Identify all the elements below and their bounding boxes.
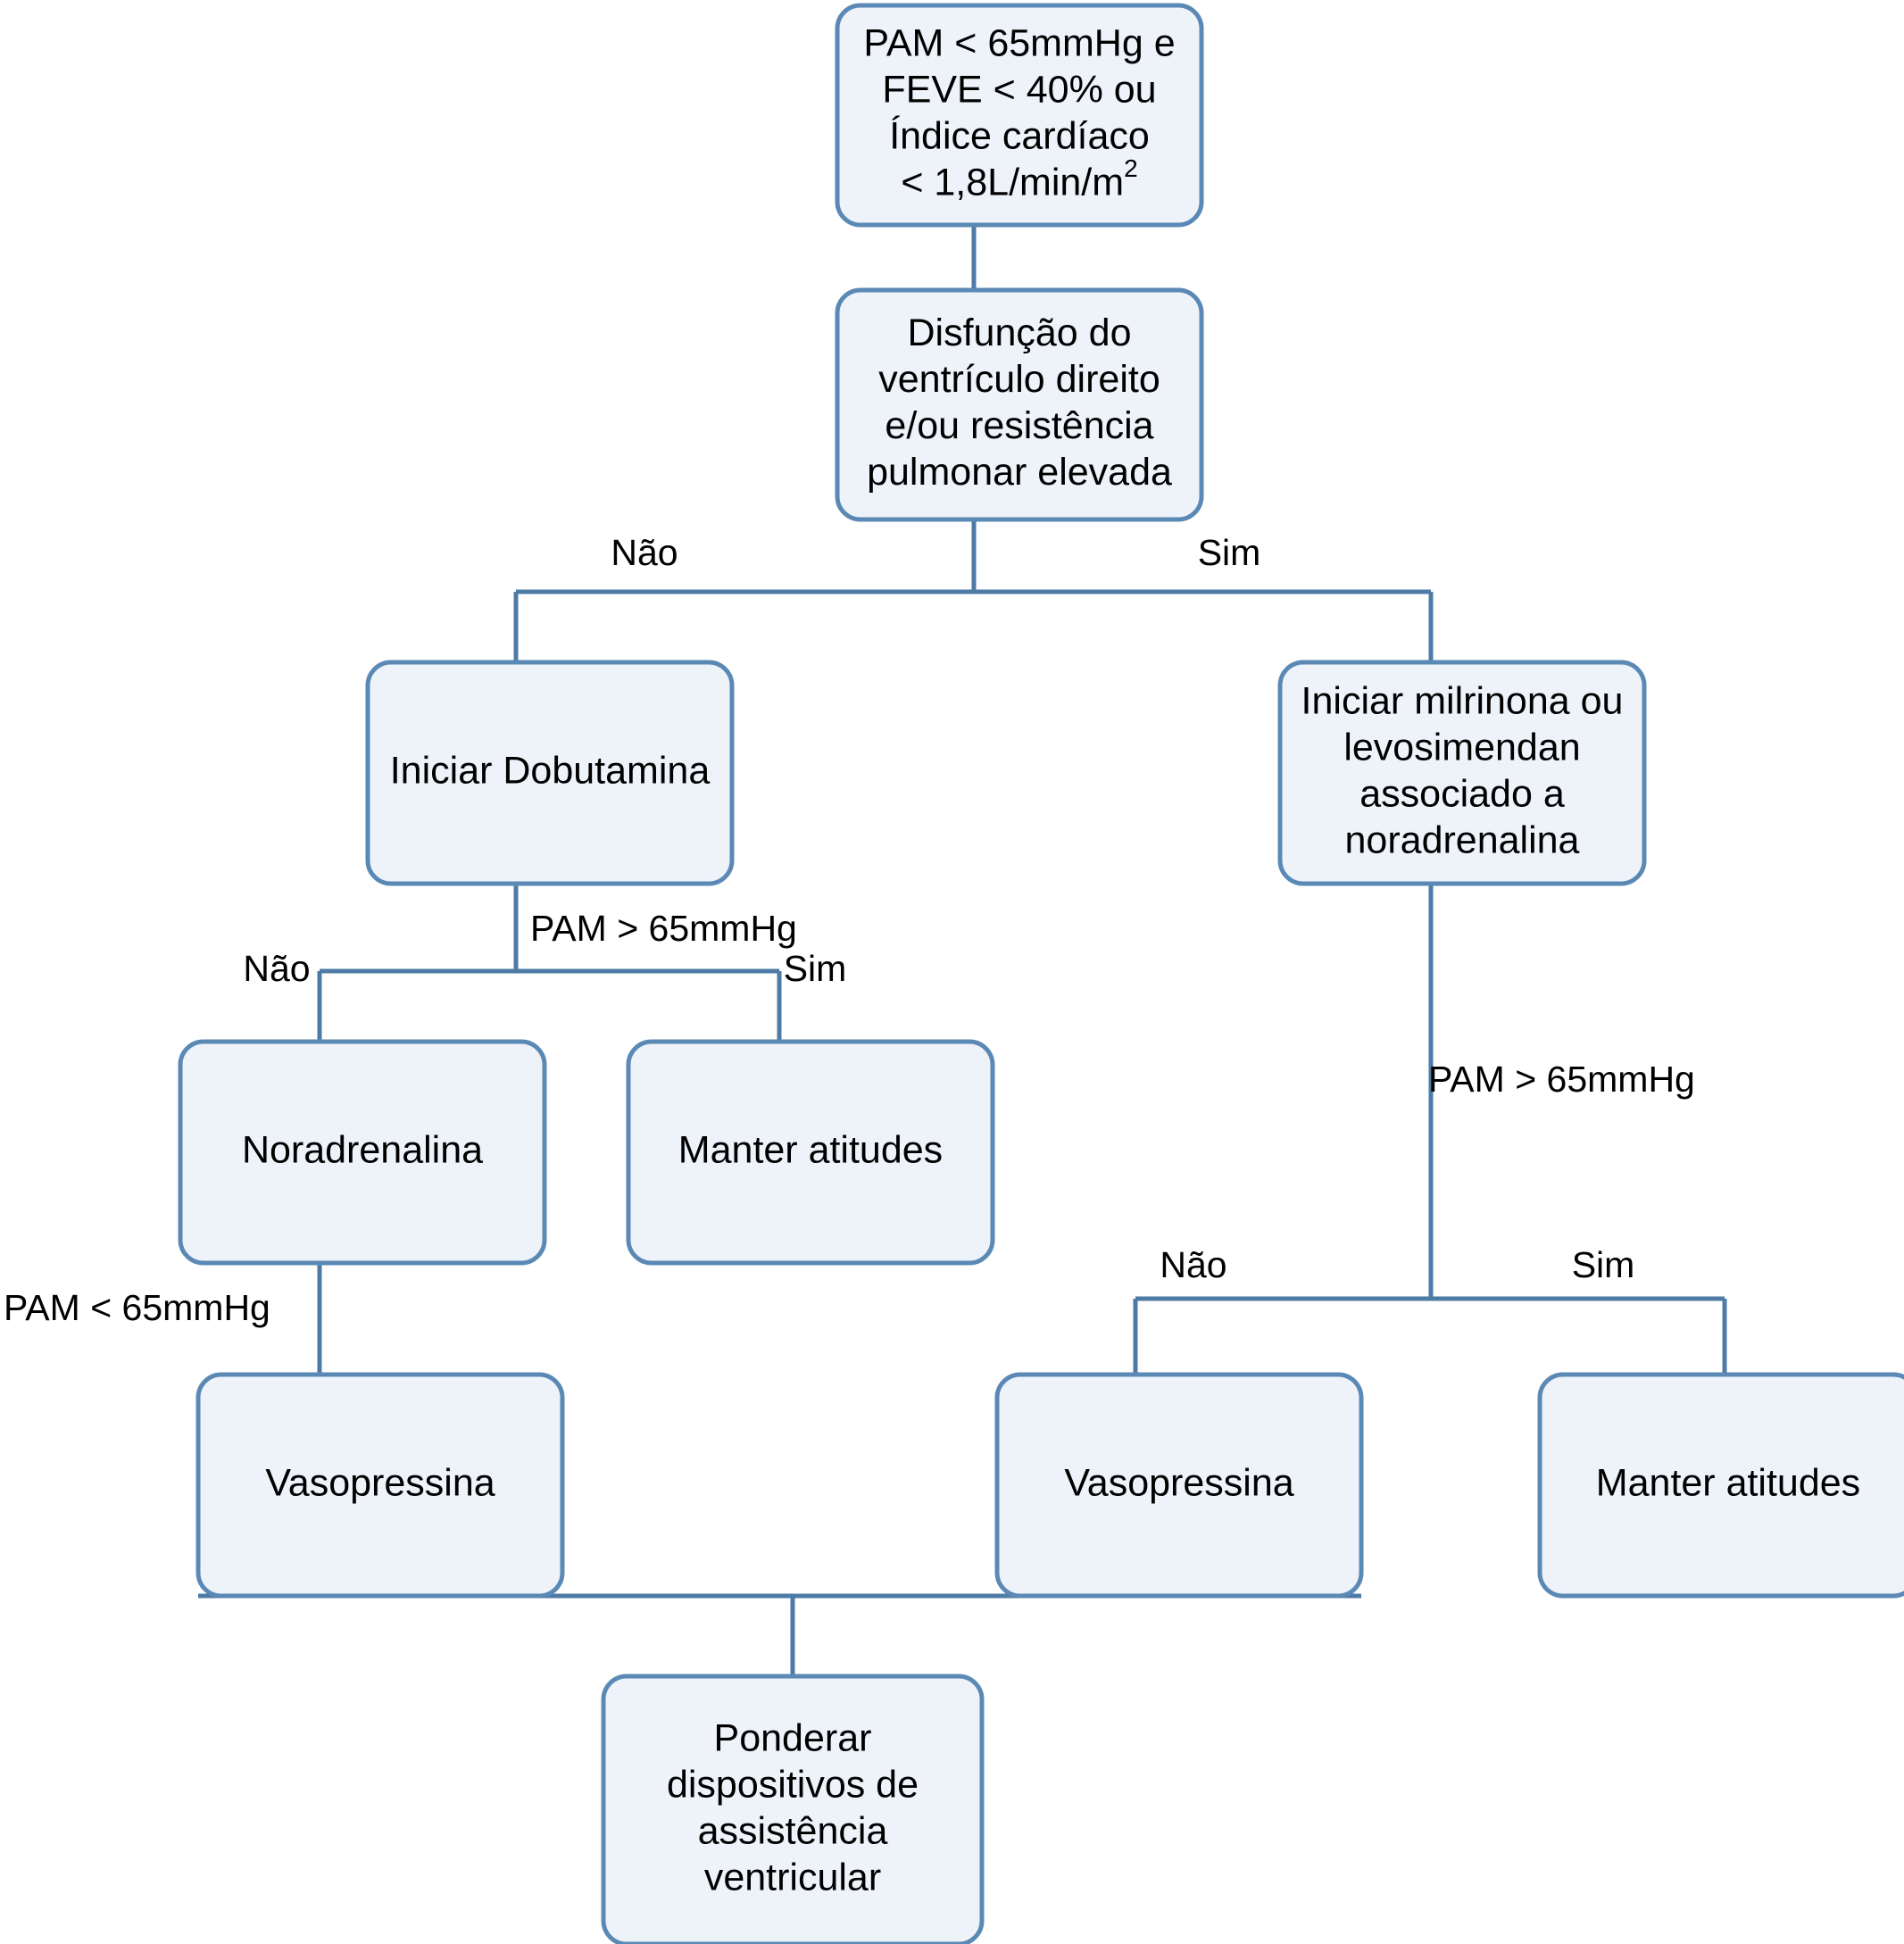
node-shape-start-dobutamine [365, 660, 735, 886]
node-shape-rv-dysfunction [835, 287, 1204, 522]
node-start-milrinone[interactable]: Iniciar milrinona oulevosimendanassociad… [1277, 660, 1647, 886]
node-vasopressin-right[interactable]: Vasopressina [994, 1372, 1364, 1599]
node-label-maintain-right-line-0: Manter atitudes [1596, 1461, 1860, 1504]
node-label-maintain-left-line-0: Manter atitudes [678, 1128, 943, 1171]
edge-label-nora-map: PAM < 65mmHg [4, 1287, 270, 1328]
node-label-ventricular-assist-line-3: ventricular [704, 1856, 881, 1898]
node-label-criteria-line-0: PAM < 65mmHg e [863, 21, 1175, 64]
node-label-ventricular-assist-line-2: assistência [698, 1809, 888, 1852]
node-shape-norepinephrine [178, 1039, 547, 1266]
edge-label-milri-yes: Sim [1572, 1244, 1635, 1285]
node-label-ventricular-assist-line-1: dispositivos de [667, 1763, 919, 1806]
node-shape-vasopressin-left [195, 1372, 565, 1599]
node-shape-maintain-right [1537, 1372, 1904, 1599]
node-label-norepinephrine-line-0: Noradrenalina [242, 1128, 483, 1171]
node-label-criteria-superscript: 2 [1124, 154, 1138, 182]
node-label-start-milrinone-line-2: associado a [1359, 772, 1565, 815]
node-label-vasopressin-left-line-0: Vasopressina [265, 1461, 495, 1504]
node-label-criteria-line-1: FEVE < 40% ou [882, 68, 1156, 111]
node-label-rv-dysfunction-line-3: pulmonar elevada [867, 451, 1172, 494]
edge-label-milri-map: PAM > 65mmHg [1428, 1059, 1695, 1100]
node-norepinephrine[interactable]: Noradrenalina [178, 1039, 547, 1266]
node-maintain-right[interactable]: Manter atitudes [1537, 1372, 1904, 1599]
node-label-criteria-line-3: < 1,8L/min/m2 [901, 154, 1137, 204]
node-shape-criteria [835, 3, 1204, 228]
edge-label-rv-no: Não [611, 532, 678, 573]
node-shape-ventricular-assist [601, 1674, 985, 1944]
node-shape-start-milrinone [1277, 660, 1647, 886]
node-shape-vasopressin-right [994, 1372, 1364, 1599]
edge-label-dobu-map: PAM > 65mmHg [530, 908, 797, 949]
node-label-start-milrinone-line-1: levosimendan [1343, 726, 1580, 768]
edge-label-milri-no: Não [1160, 1244, 1226, 1285]
node-label-start-milrinone-line-0: Iniciar milrinona ou [1301, 679, 1624, 722]
edge-label-rv-yes: Sim [1198, 532, 1261, 573]
node-label-rv-dysfunction-line-2: e/ou resistência [885, 404, 1153, 447]
node-shape-maintain-left [626, 1039, 995, 1266]
edge-label-dobu-yes: Sim [784, 948, 847, 989]
node-label-criteria-line-2: Índice cardíaco [889, 114, 1150, 157]
node-start-dobutamine[interactable]: Iniciar Dobutamina [365, 660, 735, 886]
node-label-rv-dysfunction-line-0: Disfunção do [908, 312, 1132, 354]
node-maintain-left[interactable]: Manter atitudes [626, 1039, 995, 1266]
edge-label-dobu-no: Não [243, 948, 310, 989]
node-label-ventricular-assist-line-0: Ponderar [714, 1716, 872, 1759]
node-vasopressin-left[interactable]: Vasopressina [195, 1372, 565, 1599]
node-label-vasopressin-right-line-0: Vasopressina [1064, 1461, 1293, 1504]
node-label-start-dobutamine-line-0: Iniciar Dobutamina [390, 749, 711, 792]
node-label-start-milrinone-line-3: noradrenalina [1345, 818, 1580, 861]
node-label-rv-dysfunction-line-1: ventrículo direito [878, 358, 1160, 401]
